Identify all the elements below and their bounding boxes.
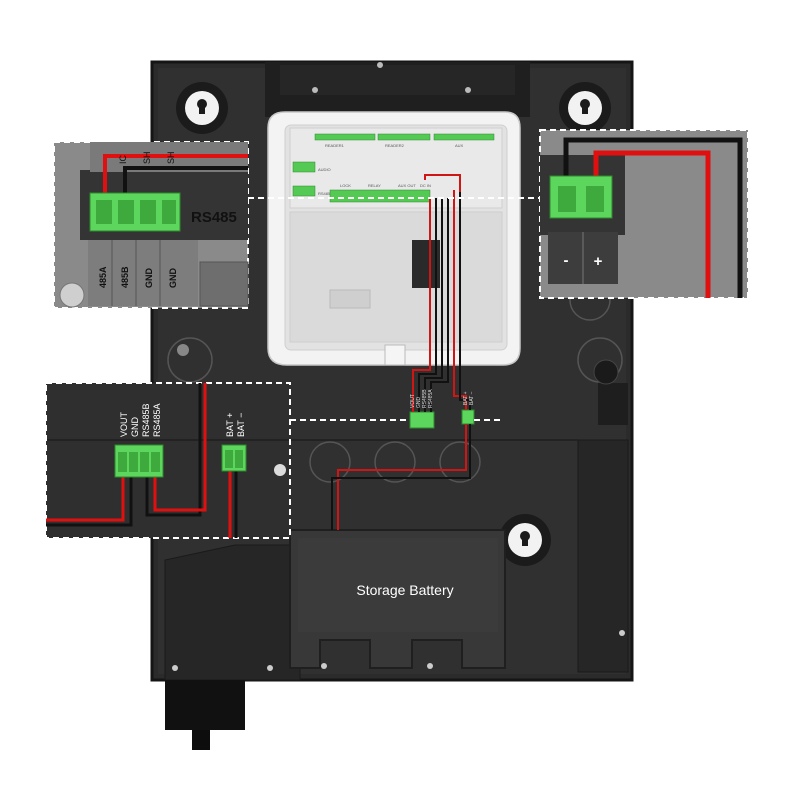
panel-terminals bbox=[409, 409, 475, 429]
board-header-audio: AUDIO bbox=[318, 167, 331, 172]
pin-gnd-label: GND bbox=[168, 268, 178, 289]
rs485-callout bbox=[53, 141, 249, 309]
pin-bat-plus-label: BAT + bbox=[225, 413, 235, 437]
board-header-lock: LOCK bbox=[340, 183, 351, 188]
top-label-ic: IC bbox=[118, 154, 128, 164]
pin-gnd-label: GND bbox=[144, 268, 154, 289]
bat-terminal bbox=[221, 444, 247, 472]
bus-pin-labels: VOUT GND RS485B RS485A BAT + BAT − bbox=[119, 403, 246, 437]
battery-label: Storage Battery bbox=[356, 582, 453, 598]
board-header-reader1: READER1 bbox=[325, 143, 345, 148]
pin-minus-label: - bbox=[564, 252, 569, 269]
bus-battery-callout bbox=[45, 382, 291, 539]
storage-battery bbox=[289, 529, 506, 669]
power-callout bbox=[539, 129, 749, 299]
panel-pin-rs485b: RS485B bbox=[422, 389, 428, 408]
bus-terminal bbox=[114, 444, 164, 478]
pin-485a-label: 485A bbox=[98, 266, 108, 288]
panel-pin-bat-plus: BAT + bbox=[463, 391, 469, 405]
rs485-title: RS485 bbox=[191, 209, 237, 226]
panel-pin-rs485a: RS485A bbox=[428, 389, 434, 408]
panel-wiring bbox=[331, 174, 471, 530]
pin-gnd-label: GND bbox=[130, 417, 140, 438]
pin-plus-label: + bbox=[594, 253, 603, 270]
panel-pin-vout: VOUT bbox=[410, 394, 416, 408]
keyhole-icon bbox=[499, 514, 551, 566]
pin-485b-label: 485B bbox=[120, 266, 130, 288]
board-header-dc-in: DC IN bbox=[420, 183, 431, 188]
rs485-pin-labels: 485A 485B GND GND bbox=[98, 266, 178, 288]
board-header-rs485: RS485 bbox=[318, 191, 331, 196]
pin-bat-minus-label: BAT − bbox=[236, 413, 246, 437]
keyhole-icon bbox=[559, 82, 611, 134]
top-label-sh: SH bbox=[142, 151, 152, 164]
top-label-sh: SH bbox=[166, 151, 176, 164]
panel-pin-bat-minus: BAT − bbox=[469, 391, 475, 405]
board-header-aux-out: AUX OUT bbox=[398, 183, 416, 188]
pin-vout-label: VOUT bbox=[119, 411, 129, 437]
pin-rs485a-label: RS485A bbox=[152, 403, 162, 437]
power-terminal bbox=[549, 175, 613, 219]
board-header-reader2: READER2 bbox=[385, 143, 405, 148]
callout-leader-lines bbox=[248, 197, 540, 421]
controller-board bbox=[267, 111, 521, 366]
board-header-relay: RELAY bbox=[368, 183, 381, 188]
keyhole-icon bbox=[176, 82, 228, 134]
pin-rs485b-label: RS485B bbox=[141, 403, 151, 437]
rs485-terminal bbox=[89, 192, 181, 232]
board-header-aux: AUX bbox=[455, 143, 464, 148]
panel-pin-gnd: GND bbox=[416, 397, 422, 409]
